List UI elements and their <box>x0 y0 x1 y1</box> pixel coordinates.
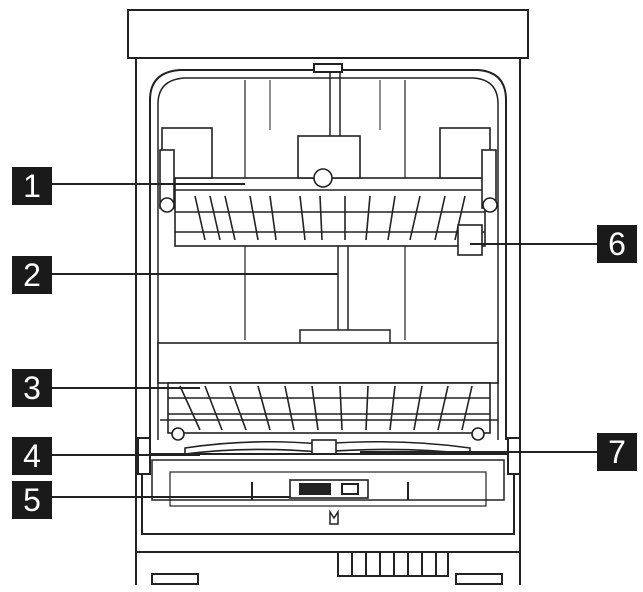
callout-6: 6 <box>597 225 637 263</box>
lower-basket <box>157 342 499 441</box>
callout-3: 3 <box>12 369 52 407</box>
callout-4: 4 <box>12 437 52 475</box>
upper-basket <box>159 127 498 256</box>
callout-1: 1 <box>12 167 52 205</box>
callout-2: 2 <box>12 256 52 294</box>
callout-5: 5 <box>12 481 52 519</box>
cabinet-top <box>127 9 529 59</box>
base <box>136 551 520 585</box>
callout-7: 7 <box>597 433 637 471</box>
door <box>137 437 521 535</box>
